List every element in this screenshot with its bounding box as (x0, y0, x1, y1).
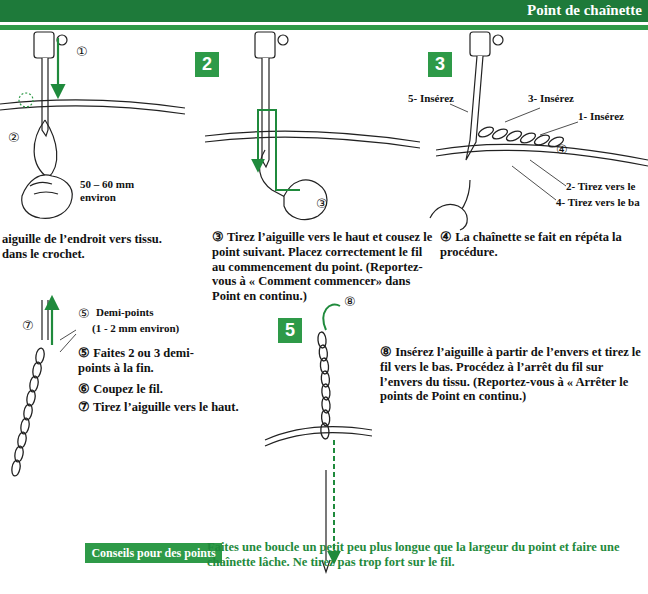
chain-loop (11, 459, 22, 476)
callout-number: ① (76, 44, 88, 59)
chain-loop (320, 423, 329, 440)
stitch-mark (19, 93, 33, 107)
step-number: 5 (278, 318, 302, 343)
chain-loop (320, 358, 329, 375)
step-text: ⑧ Insérez l’aiguille à partir de l’enver… (380, 345, 644, 404)
step-text: ⑥ Coupez le fil. (78, 382, 163, 397)
dimension: 50 – 60 mm environ (80, 178, 148, 204)
fabric (265, 433, 372, 446)
callout-number: ⑤ (78, 306, 90, 321)
callout-number: ⑦ (22, 318, 34, 333)
chain-loop (321, 371, 330, 388)
step-label: 2 (202, 54, 212, 75)
step-label: 3 (435, 54, 445, 75)
needle (262, 58, 269, 167)
thread-loop (34, 120, 57, 178)
down-arrow (57, 38, 59, 96)
part-label: 1- Insérez (578, 110, 624, 123)
part-label: Demi-points (96, 306, 153, 319)
header-band (0, 0, 648, 22)
hand (22, 175, 73, 218)
callout-number: ④ (556, 142, 568, 157)
tip-heading: Conseils pour des points (85, 543, 222, 563)
part-label: 5- Insérez (408, 92, 454, 105)
dimension: (1 - 2 mm environ) (92, 322, 179, 335)
chain-stitches (317, 332, 330, 440)
needle (466, 56, 483, 160)
fabric (205, 137, 420, 148)
clamp-screw (278, 35, 288, 45)
tip-label: Conseils pour des points (91, 546, 215, 561)
step-number: 2 (195, 52, 219, 77)
needle (42, 300, 48, 340)
leader-line (450, 104, 578, 200)
needle-clamp (470, 32, 490, 56)
callout-number: ② (8, 130, 20, 145)
page-title: Point de chaînette (527, 2, 642, 19)
hand (430, 205, 467, 231)
step-text: ⑤ Faites 2 ou 3 demi-points à la fin. (78, 346, 218, 376)
step-text: ③ Tirez l’aiguille vers le haut et couse… (212, 230, 434, 304)
step-number: 3 (428, 52, 452, 77)
callout-number: ⑧ (344, 294, 356, 309)
callout-number: ③ (316, 196, 328, 211)
part-label: 3- Insérez (528, 92, 574, 105)
up-arrow (51, 298, 53, 345)
header-rule (0, 25, 648, 30)
hand (284, 180, 327, 220)
needle-clamp (34, 32, 54, 58)
loop-bracket (258, 110, 276, 150)
part-label: 4- Tirez vers le ba (556, 196, 640, 209)
fabric (205, 131, 420, 142)
tip-text: Faites une boucle un petit peu plus long… (207, 540, 643, 570)
clamp-screw (493, 35, 503, 45)
step-text: ④ La chaînette se fait en répéta la proc… (440, 230, 645, 260)
fabric (436, 150, 648, 166)
needle-clamp (255, 32, 275, 58)
chain-loop (321, 384, 330, 401)
part-label: 2- Tirez vers le (566, 180, 635, 193)
step-text: aiguille de l’endroit vers tissu. dans l… (2, 232, 170, 262)
leader-line (60, 330, 76, 352)
hand-fingers (30, 182, 58, 194)
chain-stitches (11, 347, 46, 476)
thread-loop (323, 304, 340, 330)
step-label: 5 (285, 320, 295, 341)
up-bracket (276, 150, 300, 190)
chain-stitches (477, 125, 565, 149)
down-arrow (257, 120, 259, 170)
step-text: ⑦ Tirez l’aiguille vers le haut. (78, 400, 278, 415)
